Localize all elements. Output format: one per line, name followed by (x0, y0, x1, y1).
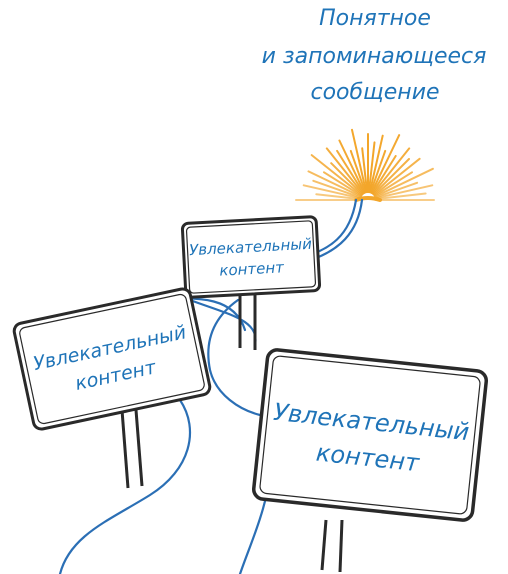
sun-ray (370, 134, 401, 194)
sign-top-line2: контент (219, 258, 286, 279)
sun-ray (307, 170, 362, 198)
sign-top (180, 215, 322, 350)
sun-ray (367, 141, 376, 194)
sun-ray (325, 147, 364, 195)
message-line-2: и запоминающееся (261, 44, 487, 69)
wire-left-sign-to-bottom (58, 398, 192, 574)
sun-ray (323, 171, 363, 197)
sign-left (12, 287, 212, 489)
sun-ray (372, 147, 411, 195)
sign-right (252, 348, 488, 573)
sun-ray (368, 134, 384, 194)
sun-ray (374, 192, 427, 201)
sun-ray (312, 179, 362, 199)
sun-ray (310, 154, 363, 196)
sun-ray (351, 128, 368, 194)
sun-ray (336, 149, 365, 195)
sun-ray (373, 157, 421, 196)
sun-ray (330, 162, 364, 196)
wire-top-sign-to-left (207, 298, 262, 417)
sun-ray (315, 193, 362, 201)
message-line-3: сообщение (310, 80, 440, 105)
sun-ray (374, 167, 434, 198)
sun-ray (338, 139, 366, 194)
sun-ray (369, 149, 387, 194)
sun-ray (361, 147, 369, 194)
sun-ray (371, 155, 397, 195)
sun-ray (374, 184, 434, 200)
sun-icon (295, 128, 435, 202)
sun-ray (302, 184, 362, 200)
sun-ray (372, 158, 410, 196)
message-line-1: Понятное (319, 6, 431, 31)
sun-ray (374, 181, 419, 199)
sun-ray (349, 149, 367, 194)
sun-ray (373, 171, 413, 197)
